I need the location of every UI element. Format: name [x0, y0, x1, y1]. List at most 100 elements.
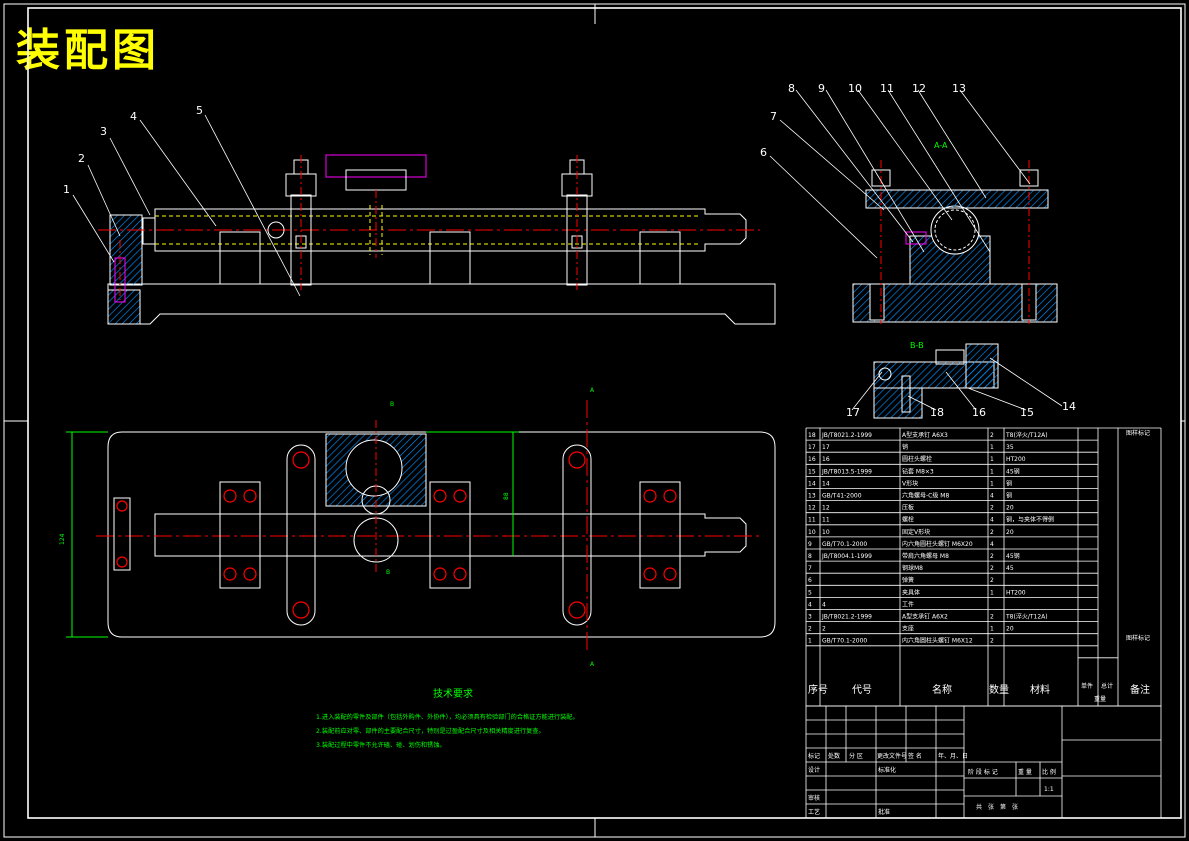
bom-cell-mat: 钢，与夹体不得倒	[1006, 516, 1054, 524]
bom-cell-name: A型支承钉 A6X2	[902, 613, 948, 621]
tb-sign: 签 名	[908, 752, 922, 760]
bom-cell-no: 8	[808, 553, 812, 560]
callout-12: 12	[912, 82, 926, 95]
callout-16: 16	[972, 406, 986, 419]
section-label-aa: A-A	[934, 141, 948, 150]
callout-13: 13	[952, 82, 966, 95]
bom-cell-no: 15	[808, 468, 816, 475]
section-mark-a-top: A	[590, 387, 595, 394]
bom-cell-code: GB/T70.1-2000	[822, 638, 867, 645]
bom-cell-name: 钻套 M8×3	[902, 467, 934, 475]
callout-6: 6	[760, 146, 767, 159]
callout-14: 14	[1062, 400, 1076, 413]
bom-cell-name: 压板	[902, 504, 914, 512]
callout-4: 4	[130, 110, 137, 123]
bom-cell-no: 17	[808, 444, 816, 451]
bom-cell-mat: 45	[1006, 565, 1014, 572]
bom-cell-no: 5	[808, 589, 812, 596]
bom-cell-qty: 1	[990, 444, 994, 451]
bom-cell-code: GB/T41-2000	[822, 493, 862, 500]
bom-side-note-2: 图样标记	[1126, 634, 1150, 642]
bom-cell-mat: 45钢	[1006, 552, 1020, 560]
tb-design: 设计	[808, 766, 820, 774]
bom-cell-code: 2	[822, 626, 826, 633]
bom-cell-name: 弹簧	[902, 576, 914, 584]
callout-2: 2	[78, 152, 85, 165]
bom-cell-code: 4	[822, 601, 826, 608]
tb-approve: 批准	[878, 808, 890, 816]
bom-header-total: 总计	[1101, 682, 1113, 690]
tb-weight: 重 量	[1018, 768, 1032, 776]
callout-17: 17	[846, 406, 860, 419]
bom-header-no: 序号	[808, 683, 828, 696]
bom-cell-mat: T8(淬火/T12A)	[1005, 613, 1048, 621]
bom-cell-qty: 2	[990, 553, 994, 560]
tb-process: 工艺	[808, 808, 820, 816]
callout-11: 11	[880, 82, 894, 95]
bom-cell-mat: 20	[1006, 529, 1014, 536]
tech-req-item-1: 1.进入装配的零件及部件（包括外购件、外协件），均必须具有检验部门的合格证方能进…	[316, 713, 579, 721]
callout-15: 15	[1020, 406, 1034, 419]
tech-req-item-3: 3.装配过程中零件不允许磕、碰、划伤和锈蚀。	[316, 741, 446, 749]
bom-cell-no: 14	[808, 480, 816, 487]
title-block: 标记 处数 分 区 更改文件号 签 名 年、月、日 设计 标准化 阶 段 标 记…	[805, 705, 1162, 819]
section-mark-b-bottom: B	[386, 569, 390, 576]
bom-cell-no: 13	[808, 493, 816, 500]
bom-cell-qty: 1	[990, 480, 994, 487]
bom-cell-code: 10	[822, 529, 830, 536]
bom-cell-name: 六角螺母-C级 M8	[902, 492, 949, 500]
bom-cell-name: 工件	[902, 600, 914, 608]
bom-cell-mat: HT200	[1006, 589, 1026, 596]
callout-9: 9	[818, 82, 825, 95]
dim-overall-width: 124	[59, 533, 66, 545]
bom-cell-qty: 2	[990, 565, 994, 572]
bom-cell-code: 12	[822, 505, 830, 512]
callout-8: 8	[788, 82, 795, 95]
bom-cell-qty: 1	[990, 626, 994, 633]
bom-header-code: 代号	[852, 684, 872, 696]
bom-cell-name: 夹具体	[902, 588, 920, 596]
bom-cell-qty: 1	[990, 456, 994, 463]
bom-side-note-1: 图样标记	[1126, 429, 1150, 437]
callout-18: 18	[930, 406, 944, 419]
bom-cell-no: 4	[808, 601, 812, 608]
callout-3: 3	[100, 125, 107, 138]
bom-cell-mat: 45钢	[1006, 467, 1020, 475]
tech-req-heading: 技术要求	[433, 687, 473, 700]
bom-header-single: 单件	[1081, 682, 1093, 690]
bom-cell-no: 6	[808, 577, 812, 584]
bom-cell-name: 固定V形块	[902, 528, 930, 536]
top-view: 124 88	[59, 400, 776, 650]
tb-docno: 更改文件号	[877, 752, 907, 760]
bom-cell-qty: 2	[990, 529, 994, 536]
bom-cell-name: 圆柱头螺栓	[902, 455, 932, 463]
bom-cell-no: 18	[808, 432, 816, 439]
bom-cell-code: JB/T8004.1-1999	[821, 553, 872, 560]
callout-10: 10	[848, 82, 862, 95]
bom-cell-qty: 2	[990, 614, 994, 621]
bom-header-qty: 数量	[989, 683, 1009, 696]
tb-review: 审核	[808, 794, 820, 802]
dim-inner-height: 88	[503, 492, 510, 500]
tech-req-item-2: 2.装配前应对零、部件的主要配合尺寸，特别是过盈配合尺寸及相关精度进行复查。	[316, 727, 545, 735]
bom-cell-no: 1	[808, 638, 812, 645]
bom-cell-qty: 4	[990, 517, 994, 524]
bom-cell-name: 支座	[902, 625, 914, 633]
callout-7: 7	[770, 110, 777, 123]
section-mark-a-bottom: A	[590, 661, 595, 668]
bom-cell-no: 7	[808, 565, 812, 572]
section-markers: A-A B-B A A B B	[386, 141, 948, 668]
tb-date: 年、月、日	[938, 752, 968, 760]
bom-cell-name: 钢球M8	[902, 564, 923, 572]
bom-cell-qty: 2	[990, 638, 994, 645]
bom-header-name: 名称	[932, 683, 952, 696]
section-mark-b-top: B	[390, 401, 394, 408]
front-view	[98, 154, 776, 325]
bom-cell-qty: 1	[990, 468, 994, 475]
bom-cell-mat: HT200	[1006, 456, 1026, 463]
tb-stage: 阶 段 标 记	[968, 768, 998, 776]
tb-std: 标准化	[878, 766, 896, 774]
tb-scale-value: 1:1	[1044, 786, 1054, 793]
bom-cell-no: 9	[808, 541, 812, 548]
